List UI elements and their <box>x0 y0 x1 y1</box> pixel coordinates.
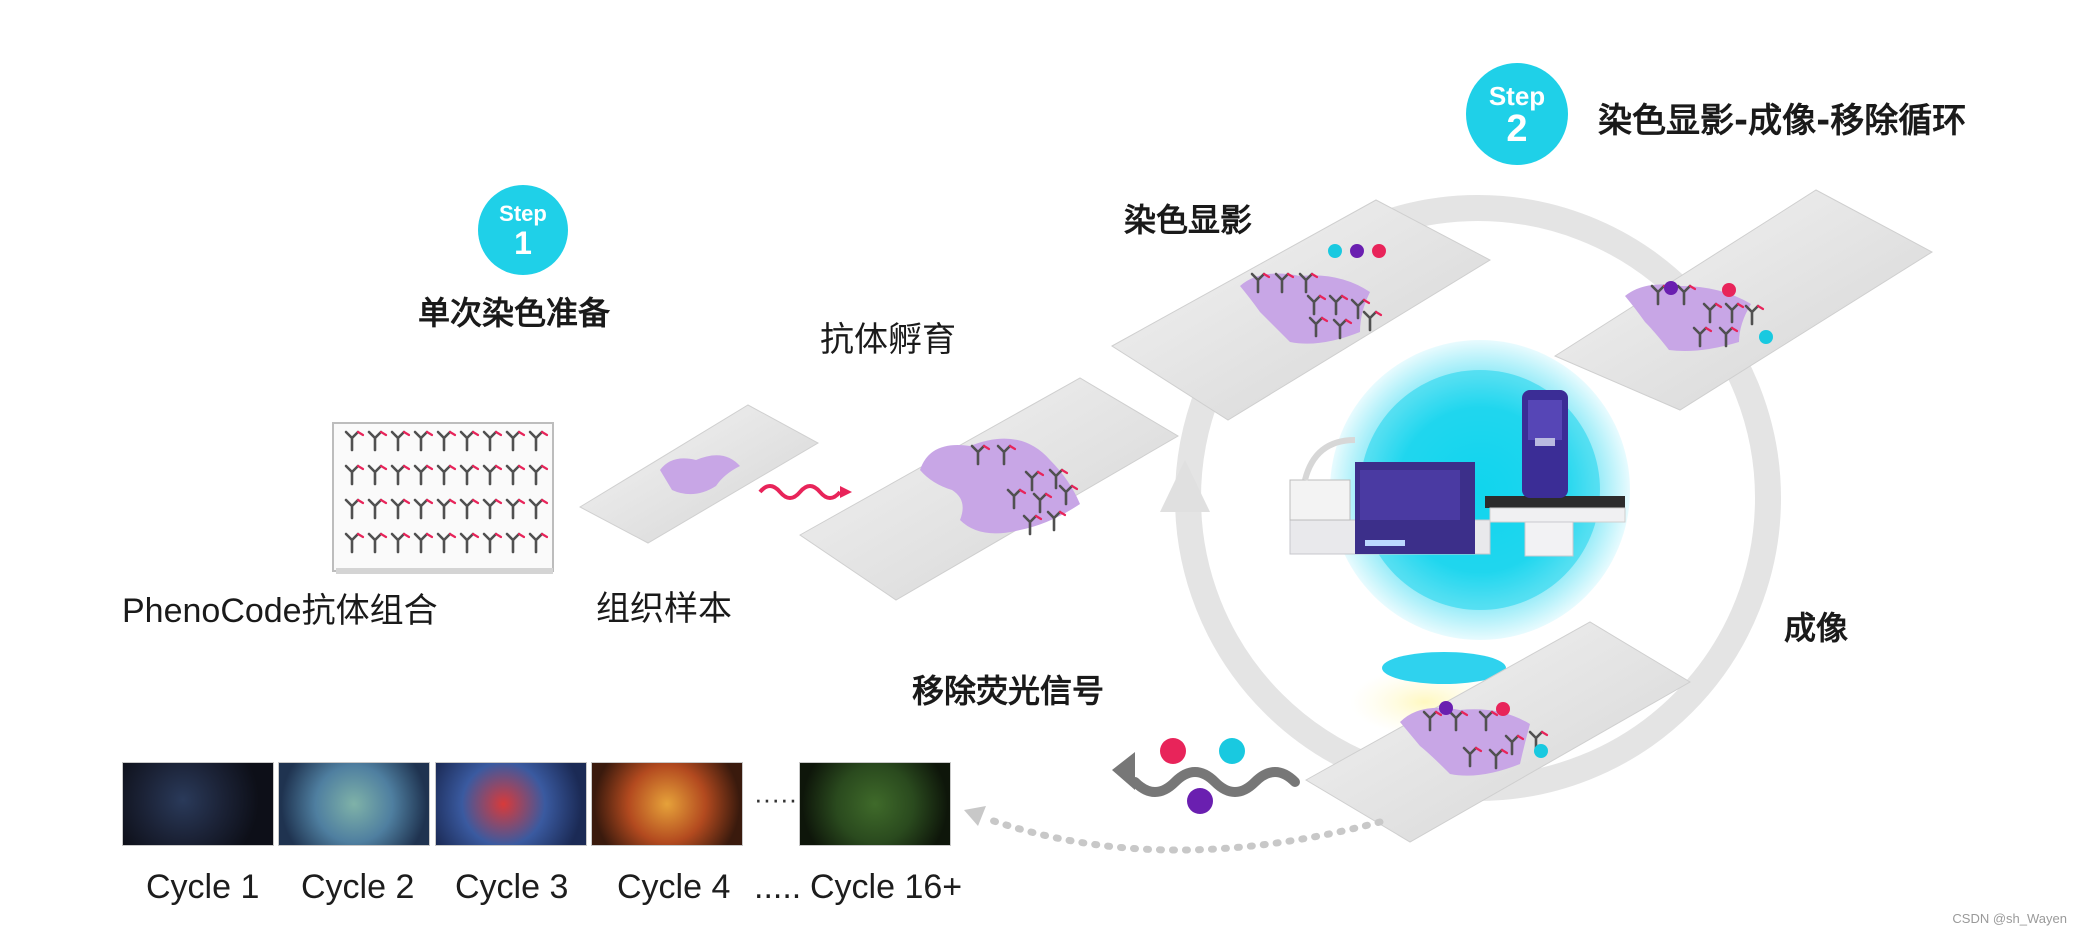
tissue-sample-label: 组织样本 <box>596 589 732 629</box>
cycle-label-16: Cycle 16+ <box>810 868 963 906</box>
slide-imaging <box>1304 621 1691 843</box>
removal-label: 移除荧光信号 <box>912 672 1105 710</box>
watermark: CSDN @sh_Wayen <box>1952 911 2067 926</box>
cycle-thumbnail-16 <box>799 762 951 846</box>
antibody-panel-label: PhenoCode抗体组合 <box>122 592 438 630</box>
slide-incubation <box>799 377 1179 601</box>
cycle-thumbnail-1 <box>122 762 274 846</box>
antibody-icon <box>1046 510 1067 532</box>
incubation-label: 抗体孵育 <box>820 320 956 360</box>
imaging-label: 成像 <box>1784 609 1849 647</box>
return-dotted-arrow <box>964 806 1384 854</box>
step1-title: 单次染色准备 <box>418 294 611 332</box>
step2-title: 染色显影-成像-移除循环 <box>1598 101 1967 141</box>
cycle-thumbnail-3 <box>435 762 587 846</box>
slide-staining <box>1111 199 1492 421</box>
antibody-panel-card <box>332 422 554 574</box>
cycle-label-1: Cycle 1 <box>146 868 260 906</box>
step1-badge-word: Step <box>499 201 547 226</box>
step2-badge-word: Step <box>1488 81 1546 111</box>
step1-badge: Step 1 <box>478 185 568 275</box>
cycle-label-ellipsis: ..... <box>754 868 802 906</box>
cycle-label-4: Cycle 4 <box>617 868 731 906</box>
slide-tissue-sample <box>578 404 820 544</box>
cycle-thumbnail-4 <box>591 762 743 846</box>
incubation-arrow <box>758 484 852 500</box>
imaging-instrument <box>1289 390 1626 557</box>
thumbnail-ellipsis: ····· <box>754 784 797 814</box>
slide-stained-result <box>1553 189 1933 411</box>
cycle-label-3: Cycle 3 <box>455 868 569 906</box>
cycle-thumbnail-2 <box>278 762 430 846</box>
step2-badge-number: 2 <box>1506 108 1528 150</box>
step2-badge: Step 2 <box>1466 63 1568 165</box>
removal-arrow <box>1112 738 1300 814</box>
step1-badge-number: 1 <box>514 225 532 261</box>
staining-label: 染色显影 <box>1124 201 1253 239</box>
cycle-label-2: Cycle 2 <box>301 868 415 906</box>
